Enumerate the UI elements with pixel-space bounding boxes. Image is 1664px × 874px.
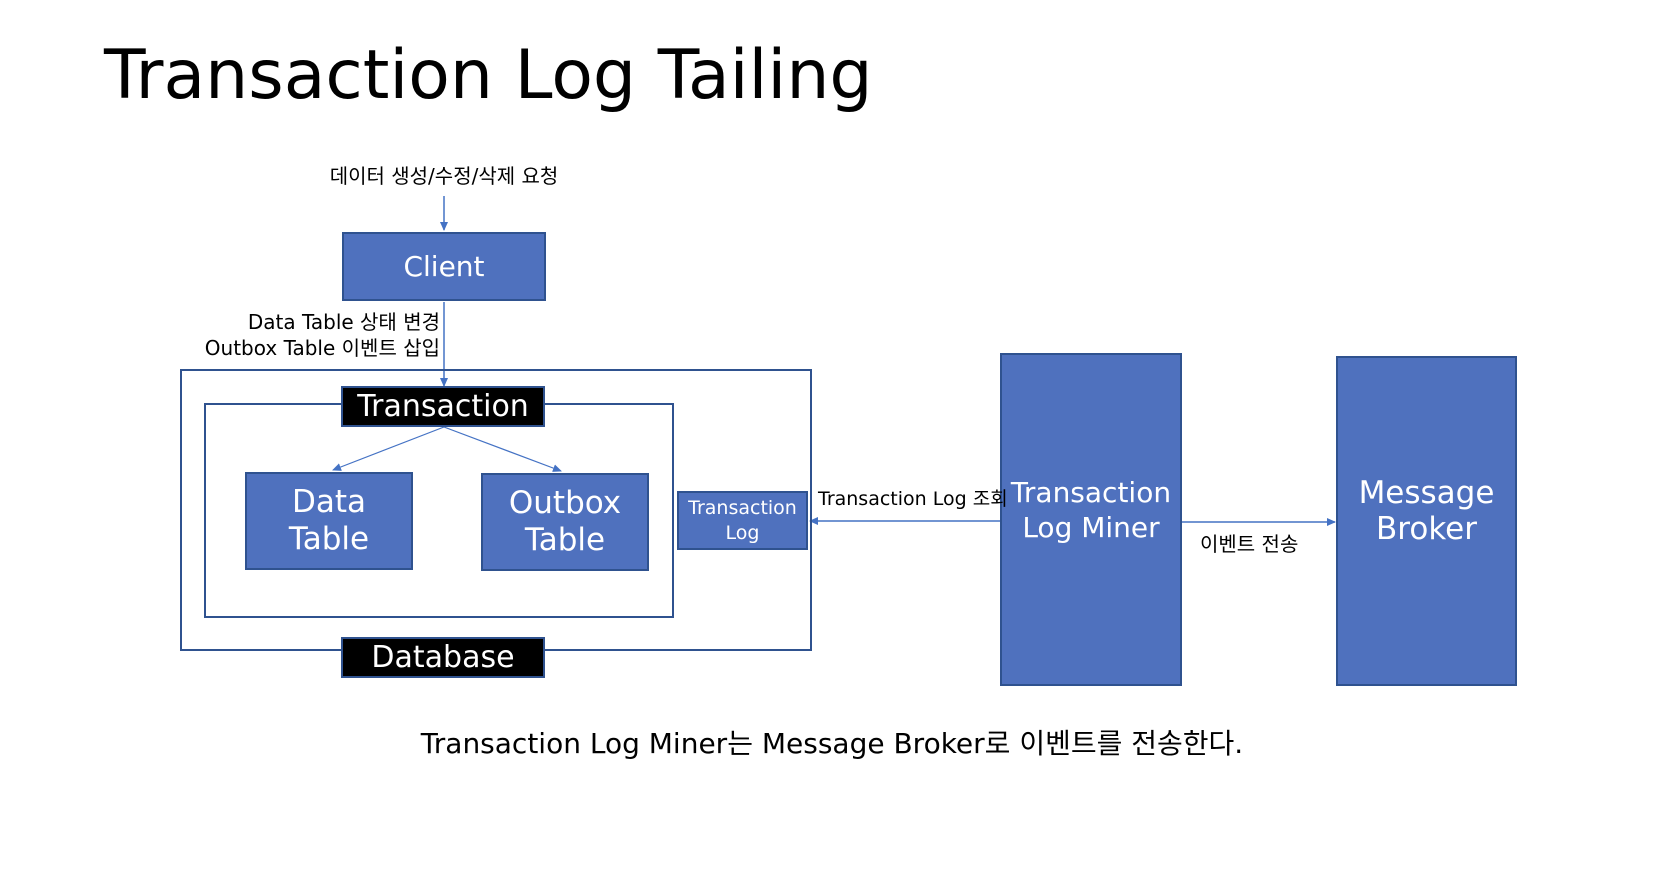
outbox-table-box: Outbox Table: [481, 473, 649, 571]
data-table-line1: Data: [291, 484, 366, 520]
database-label: Database: [371, 640, 515, 675]
transaction-log-box: Transaction Log: [677, 491, 808, 550]
database-bar: Database: [341, 637, 545, 678]
client-box: Client: [342, 232, 546, 301]
broker-line2: Broker: [1376, 511, 1477, 547]
message-broker-box: Message Broker: [1336, 356, 1517, 686]
caption: Transaction Log Miner는 Message Broker로 이…: [420, 727, 1244, 760]
transaction-log-line1: Transaction: [688, 496, 797, 519]
outbox-table-line1: Outbox: [508, 485, 622, 521]
client-label: Client: [403, 250, 485, 283]
outbox-table-line2: Table: [524, 522, 606, 558]
data-table-box: Data Table: [245, 472, 413, 570]
data-table-line2: Table: [288, 521, 370, 557]
query-label: Transaction Log 조회: [818, 488, 1008, 510]
transaction-log-miner-box: Transaction Log Miner: [1000, 353, 1182, 686]
request-label: 데이터 생성/수정/삭제 요청: [329, 164, 559, 188]
transaction-log-line2: Log: [725, 521, 760, 544]
broker-line1: Message: [1358, 475, 1495, 511]
page-title: Transaction Log Tailing: [104, 36, 873, 115]
miner-line1: Transaction: [1010, 475, 1172, 509]
client-action-line1: Data Table 상태 변경: [247, 310, 440, 334]
arrow-transaction-to-outbox-table: [443, 426, 562, 472]
transaction-label: Transaction: [357, 389, 529, 424]
client-action-line2: Outbox Table 이벤트 삽입: [204, 336, 440, 360]
arrow-transaction-to-data-table: [332, 426, 445, 471]
send-label: 이벤트 전송: [1200, 532, 1299, 556]
miner-line2: Log Miner: [1022, 510, 1160, 544]
transaction-bar: Transaction: [341, 386, 545, 427]
